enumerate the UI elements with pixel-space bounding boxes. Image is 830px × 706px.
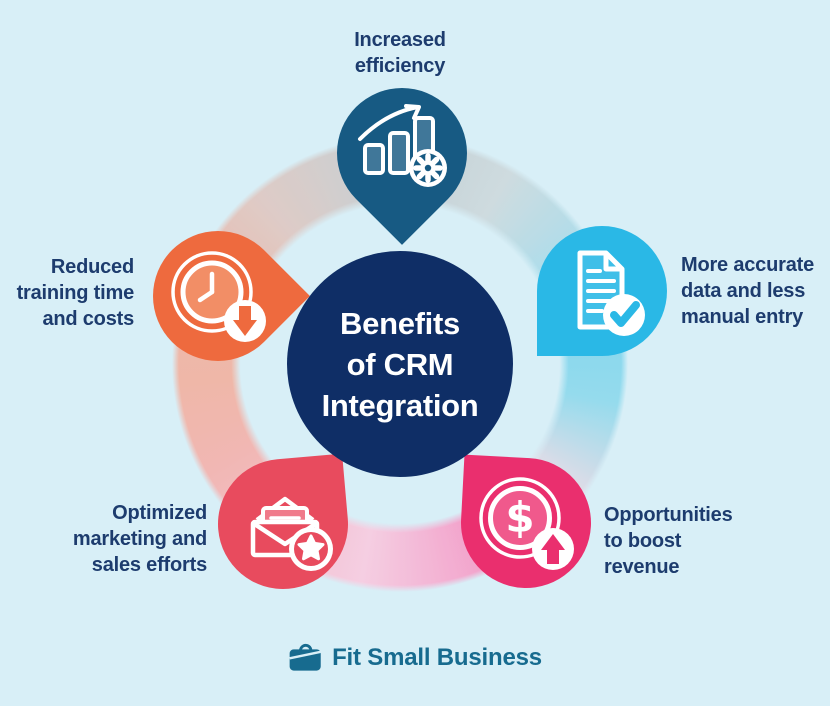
document-with-checkmark-icon [577, 250, 645, 336]
label-reduced-training: Reduced training time and costs [16, 256, 135, 330]
down-arrow-icon [233, 306, 257, 336]
title-line: Benefits [340, 305, 460, 341]
dollar-sign-icon: $ [505, 493, 534, 542]
title-line: of CRM [346, 346, 454, 382]
brand-name: Fit Small Business [332, 643, 542, 671]
label-more-accurate-data: More accurate data and less manual entry [681, 254, 815, 328]
clock-with-down-arrow-icon [171, 251, 266, 342]
dollar-coin-with-up-arrow-icon: $ [479, 477, 574, 570]
label-optimized-marketing: Optimized marketing and sales efforts [72, 502, 207, 576]
star-icon [297, 534, 325, 561]
growth-chart-with-gear-icon [358, 104, 447, 187]
label-boost-revenue: Opportunities to boost revenue [604, 504, 733, 578]
briefcase-icon [289, 643, 322, 671]
envelope-with-star-icon [250, 496, 333, 571]
label-increased-efficiency: Increased efficiency [354, 29, 446, 77]
center-title-circle: Benefits of CRM Integration [287, 251, 513, 477]
up-arrow-icon [541, 534, 565, 564]
checkmark-icon [610, 301, 640, 327]
title-line: Integration [321, 387, 479, 423]
brand-logo: Fit Small Business [0, 641, 830, 674]
